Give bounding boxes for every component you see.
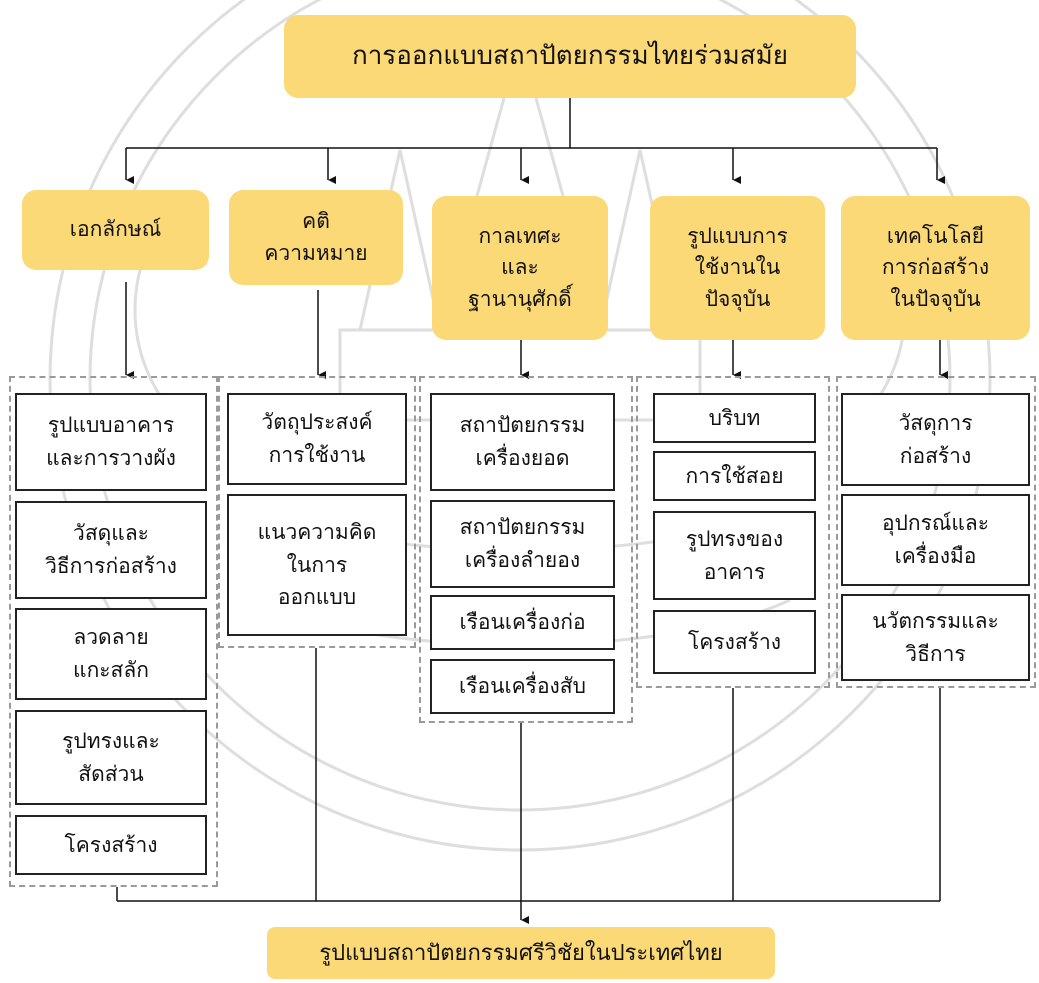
item-spire-architecture: สถาปัตยกรรม เครื่องยอด: [430, 393, 615, 491]
group-identity: [9, 376, 218, 887]
item-structure-2: โครงสร้าง: [653, 610, 816, 674]
item-function: การใช้สอย: [653, 451, 816, 501]
item-building-layout: รูปแบบอาคาร และการวางผัง: [15, 393, 207, 491]
main-title: การออกแบบสถาปัตยกรรมไทยร่วมสมัย: [284, 15, 856, 98]
group-meaning: [218, 376, 416, 648]
item-equipment-tools: อุปกรณ์และ เครื่องมือ: [841, 494, 1030, 586]
category-identity: เอกลักษณ์: [22, 190, 209, 270]
item-masonry-house: เรือนเครื่องก่อ: [430, 595, 615, 650]
item-materials-methods: วัสดุและ วิธีการก่อสร้าง: [15, 501, 207, 599]
item-lamyong-architecture: สถาปัตยกรรม เครื่องลำยอง: [430, 500, 615, 588]
item-building-form: รูปทรงของ อาคาร: [653, 511, 816, 600]
category-current-usage: รูปแบบการ ใช้งานใน ปัจจุบัน: [650, 196, 825, 340]
group-construction-tech: [836, 376, 1036, 688]
item-structure-1: โครงสร้าง: [15, 815, 207, 875]
item-carving-patterns: ลวดลาย แกะสลัก: [15, 608, 207, 700]
item-wooden-house: เรือนเครื่องสับ: [430, 659, 615, 714]
category-construction-tech: เทคโนโลยี การก่อสร้าง ในปัจจุบัน: [841, 196, 1030, 340]
item-design-concept: แนวความคิด ในการ ออกแบบ: [227, 494, 407, 636]
item-innovation-methods: นวัตกรรมและ วิธีการ: [841, 594, 1030, 681]
item-shape-proportion: รูปทรงและ สัดส่วน: [15, 710, 207, 805]
item-building-materials: วัสดุการ ก่อสร้าง: [841, 393, 1030, 486]
item-usage-purpose: วัตถุประสงค์ การใช้งาน: [227, 393, 407, 485]
category-meaning: คติ ความหมาย: [229, 190, 403, 285]
result-title: รูปแบบสถาปัตยกรรมศรีวิชัยในประเทศไทย: [267, 927, 775, 979]
item-context: บริบท: [653, 393, 816, 443]
category-protocol-rank: กาลเทศะ และ ฐานานุศักดิ์: [432, 196, 608, 340]
